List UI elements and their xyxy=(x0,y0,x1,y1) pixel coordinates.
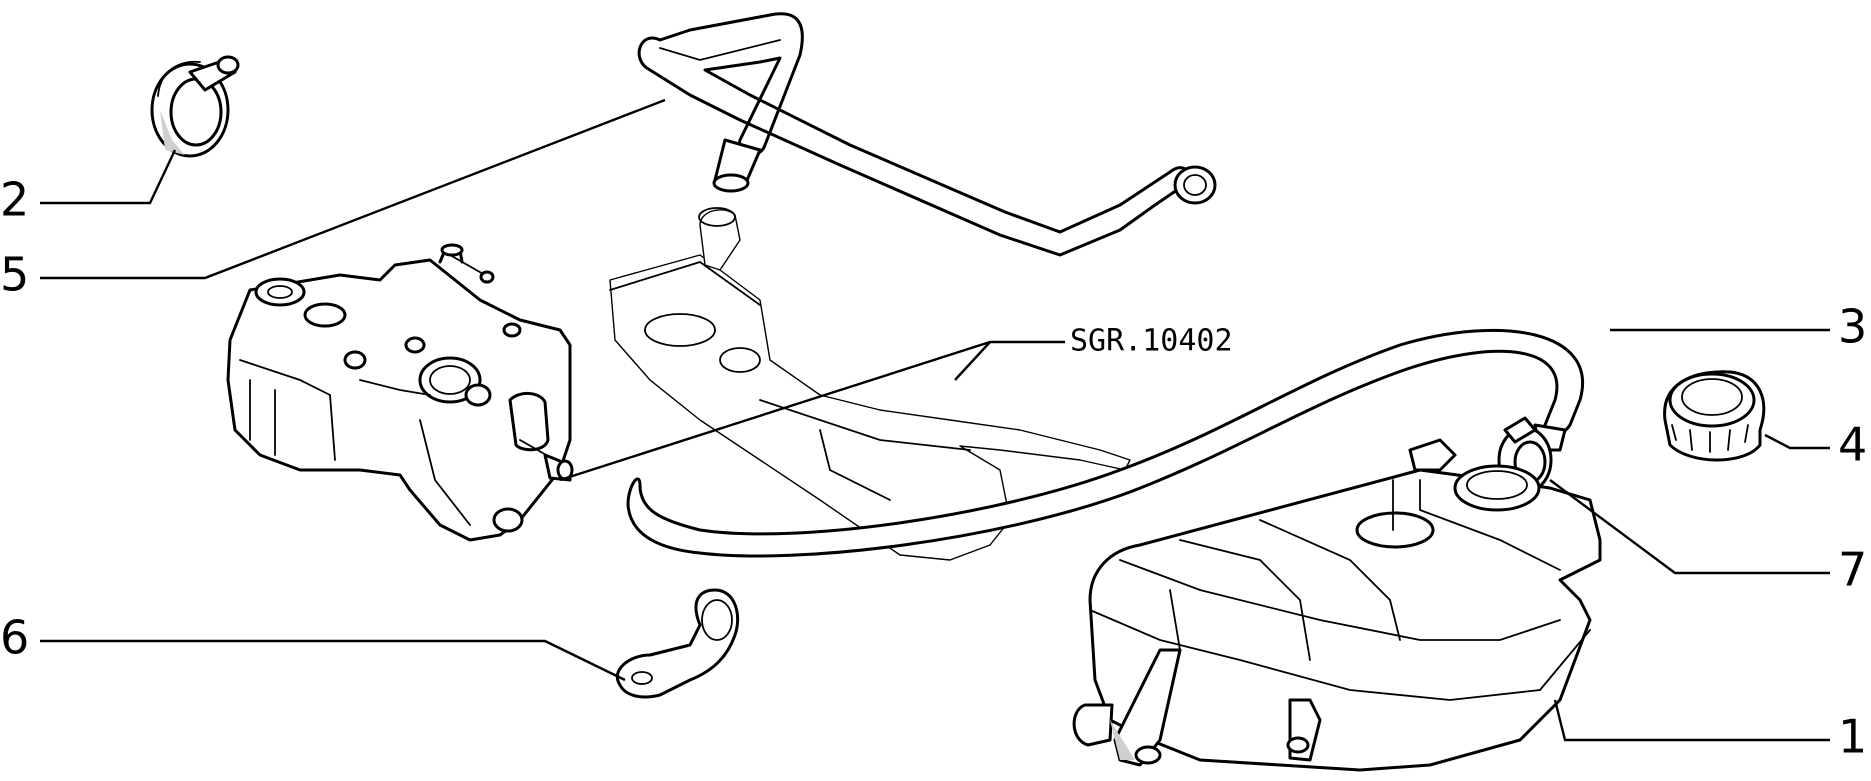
engine-block-outline xyxy=(609,207,1131,561)
leader-line-ref-2 xyxy=(954,341,991,381)
reference-code: SGR.10402 xyxy=(1070,324,1233,359)
leader-line-2 xyxy=(40,149,177,205)
expansion-tank xyxy=(1072,438,1602,772)
leader-line-1 xyxy=(1553,699,1830,742)
callout-5: 5 xyxy=(0,248,29,302)
callout-3: 3 xyxy=(1838,300,1867,354)
leader-line-7 xyxy=(1549,479,1830,575)
thermostat-housing xyxy=(226,243,574,542)
upper-coolant-hose xyxy=(637,12,1217,257)
callout-labels: 2 5 6 3 4 7 1 SGR.10402 xyxy=(0,173,1867,764)
p-clip xyxy=(616,588,740,699)
callout-1: 1 xyxy=(1838,710,1867,764)
leader-line-6 xyxy=(40,639,626,682)
leader-line-5 xyxy=(40,98,666,280)
callout-7: 7 xyxy=(1838,543,1867,597)
leader-line-4 xyxy=(1764,433,1830,450)
hose-clamp-top xyxy=(150,55,240,158)
callout-6: 6 xyxy=(0,611,29,665)
callout-4: 4 xyxy=(1838,418,1867,472)
callout-2: 2 xyxy=(0,173,29,227)
leader-lines xyxy=(40,98,1830,742)
filler-cap xyxy=(1663,370,1766,462)
